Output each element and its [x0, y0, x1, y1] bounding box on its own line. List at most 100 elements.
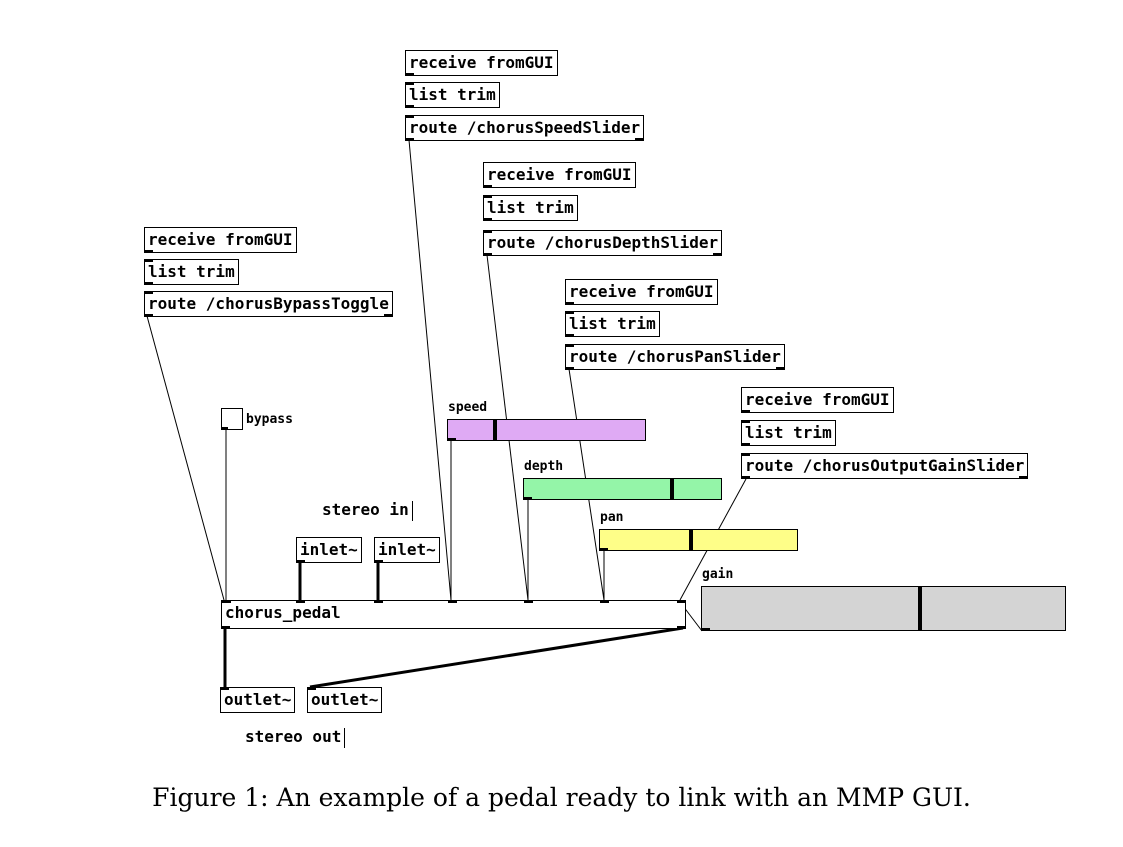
gain-list-trim-object[interactable]: list trim: [741, 420, 836, 446]
chorus-pedal-text: chorus_pedal: [225, 603, 341, 622]
pan-route-object[interactable]: route /chorusPanSlider: [565, 344, 785, 370]
gain-slider-label: gain: [702, 567, 734, 582]
inlet-right-text: inlet~: [378, 540, 436, 559]
inlet-port[interactable]: [220, 687, 229, 690]
outlet-port[interactable]: [677, 626, 686, 629]
inlet-port[interactable]: [600, 600, 609, 603]
depth-receive-object[interactable]: receive fromGUI: [483, 162, 636, 188]
outlet-port[interactable]: [144, 282, 153, 285]
reject-outlet-port[interactable]: [775, 367, 785, 370]
gain-list-trim-text: list trim: [745, 423, 832, 442]
reject-outlet-port[interactable]: [713, 253, 723, 256]
cord-speed-route-to-pedal: [408, 139, 452, 601]
outlet-left-object[interactable]: outlet~: [220, 687, 296, 713]
outlet-port[interactable]: [483, 218, 492, 221]
gain-slider[interactable]: [701, 586, 1066, 631]
outlet-port[interactable]: [565, 302, 574, 305]
chorus-pedal-object[interactable]: chorus_pedal: [221, 600, 686, 629]
outlet-port[interactable]: [701, 628, 710, 631]
gain-receive-object[interactable]: receive fromGUI: [741, 387, 894, 413]
inlet-port[interactable]: [565, 311, 574, 314]
pan-list-trim-object[interactable]: list trim: [565, 311, 660, 337]
bypass-toggle[interactable]: [221, 408, 243, 430]
outlet-port[interactable]: [599, 548, 608, 551]
inlet-port[interactable]: [741, 453, 750, 456]
pan-slider[interactable]: [599, 529, 798, 551]
outlet-port[interactable]: [405, 73, 414, 76]
outlet-port[interactable]: [144, 250, 153, 253]
inlet-port[interactable]: [144, 291, 153, 294]
figure-caption: Figure 1: An example of a pedal ready to…: [152, 783, 971, 812]
outlet-port[interactable]: [405, 105, 414, 108]
speed-receive-object[interactable]: receive fromGUI: [405, 50, 558, 76]
inlet-port[interactable]: [483, 230, 492, 233]
stereo-out-comment: stereo out: [245, 727, 346, 748]
speed-slider[interactable]: [447, 419, 646, 441]
outlet-port[interactable]: [565, 367, 574, 370]
pan-list-trim-text: list trim: [569, 314, 656, 333]
inlet-port[interactable]: [565, 344, 574, 347]
outlet-port[interactable]: [221, 427, 228, 430]
outlet-port[interactable]: [523, 497, 532, 500]
inlet-port[interactable]: [222, 600, 231, 603]
inlet-port[interactable]: [677, 600, 686, 603]
gain-route-object[interactable]: route /chorusOutputGainSlider: [741, 453, 1029, 479]
pan-slider-knob[interactable]: [689, 530, 693, 550]
pan-route-text: route /chorusPanSlider: [569, 347, 781, 366]
outlet-right-object[interactable]: outlet~: [307, 687, 383, 713]
outlet-port[interactable]: [447, 438, 456, 441]
bypass-list-trim-object[interactable]: list trim: [144, 259, 239, 285]
depth-slider[interactable]: [523, 478, 722, 500]
outlet-port[interactable]: [741, 476, 750, 479]
outlet-port[interactable]: [483, 185, 492, 188]
speed-slider-knob[interactable]: [493, 420, 497, 440]
speed-route-text: route /chorusSpeedSlider: [409, 118, 641, 137]
depth-slider-knob[interactable]: [670, 479, 674, 499]
depth-route-object[interactable]: route /chorusDepthSlider: [483, 230, 723, 256]
inlet-port[interactable]: [405, 82, 414, 85]
speed-route-object[interactable]: route /chorusSpeedSlider: [405, 115, 645, 141]
outlet-port[interactable]: [296, 560, 305, 563]
inlet-port[interactable]: [144, 259, 153, 262]
reject-outlet-port[interactable]: [1019, 476, 1029, 479]
pan-receive-object[interactable]: receive fromGUI: [565, 279, 718, 305]
outlet-port[interactable]: [565, 334, 574, 337]
pan-receive-text: receive fromGUI: [569, 282, 714, 301]
inlet-port[interactable]: [483, 195, 492, 198]
outlet-port[interactable]: [405, 138, 414, 141]
stereo-in-comment: stereo in: [322, 500, 413, 521]
inlet-port[interactable]: [741, 420, 750, 423]
bypass-receive-object[interactable]: receive fromGUI: [144, 227, 297, 253]
inlet-right-object[interactable]: inlet~: [374, 537, 440, 563]
outlet-port[interactable]: [483, 253, 492, 256]
bypass-route-object[interactable]: route /chorusBypassToggle: [144, 291, 393, 317]
outlet-port[interactable]: [741, 443, 750, 446]
outlet-port[interactable]: [741, 410, 750, 413]
outlet-right-text: outlet~: [311, 690, 379, 709]
comment-edge: [344, 727, 346, 748]
gain-route-text: route /chorusOutputGainSlider: [745, 456, 1025, 475]
outlet-port[interactable]: [374, 560, 383, 563]
reject-outlet-port[interactable]: [383, 314, 393, 317]
cord-bypass-route-to-pedal: [146, 315, 225, 601]
gain-slider-knob[interactable]: [918, 587, 922, 630]
outlet-port[interactable]: [144, 314, 153, 317]
cord-pedal-to-outlet-right: [309, 626, 684, 689]
depth-route-text: route /chorusDepthSlider: [487, 233, 719, 252]
reject-outlet-port[interactable]: [635, 138, 645, 141]
inlet-port[interactable]: [448, 600, 457, 603]
inlet-left-object[interactable]: inlet~: [296, 537, 362, 563]
inlet-port[interactable]: [524, 600, 533, 603]
inlet-port[interactable]: [374, 600, 383, 603]
bypass-route-text: route /chorusBypassToggle: [148, 294, 389, 313]
inlet-port[interactable]: [296, 600, 305, 603]
speed-list-trim-text: list trim: [409, 85, 496, 104]
inlet-port[interactable]: [405, 115, 414, 118]
outlet-port[interactable]: [221, 626, 230, 629]
depth-receive-text: receive fromGUI: [487, 165, 632, 184]
inlet-port[interactable]: [307, 687, 316, 690]
depth-list-trim-object[interactable]: list trim: [483, 195, 578, 221]
depth-list-trim-text: list trim: [487, 198, 574, 217]
speed-list-trim-object[interactable]: list trim: [405, 82, 500, 108]
